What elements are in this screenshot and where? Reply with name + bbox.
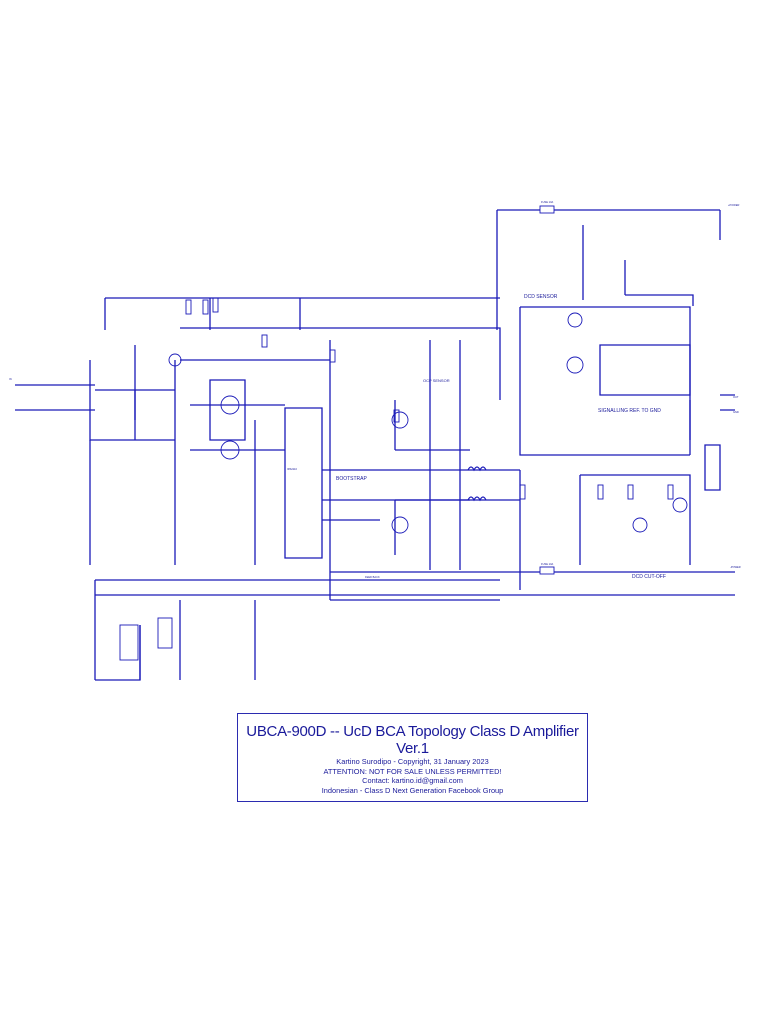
minus-power-label: -POWER	[730, 565, 741, 569]
contact-line: Contact: kartino.id@gmail.com	[362, 776, 463, 786]
fuse-bottom-label: FUSE 10A	[541, 562, 554, 566]
dcd-sensor-label: DCD SENSOR	[524, 294, 558, 300]
feedback-label: FEED BACK	[365, 575, 380, 579]
ocp-sensor-label: OCP SENSOR	[423, 378, 450, 383]
schematic-title: UBCA-900D -- UcD BCA Topology Class D Am…	[246, 723, 579, 757]
out-label: OUT	[733, 395, 739, 399]
dcd-cutoff-label: DCD CUT-OFF	[632, 574, 666, 580]
irs-chip-label: IRS2110	[287, 467, 297, 471]
notice-line: ATTENTION: NOT FOR SALE UNLESS PERMITTED…	[323, 766, 502, 776]
gnd-label: GND	[733, 410, 739, 414]
group-line: Indonesian - Class D Next Generation Fac…	[321, 785, 504, 795]
signalling-label: SIGNALLING REF. TO GND	[598, 408, 661, 414]
bootstrap-label: BOOTSTRAP	[336, 476, 368, 482]
title-block: UBCA-900D -- UcD BCA Topology Class D Am…	[237, 713, 588, 802]
author-line: Kartino Surodipo - Copyright, 31 January…	[336, 757, 489, 766]
plus-power-label: +POWER	[728, 203, 739, 207]
in-label: IN	[9, 377, 12, 381]
fuse-top-label: FUSE 10A	[541, 200, 554, 204]
